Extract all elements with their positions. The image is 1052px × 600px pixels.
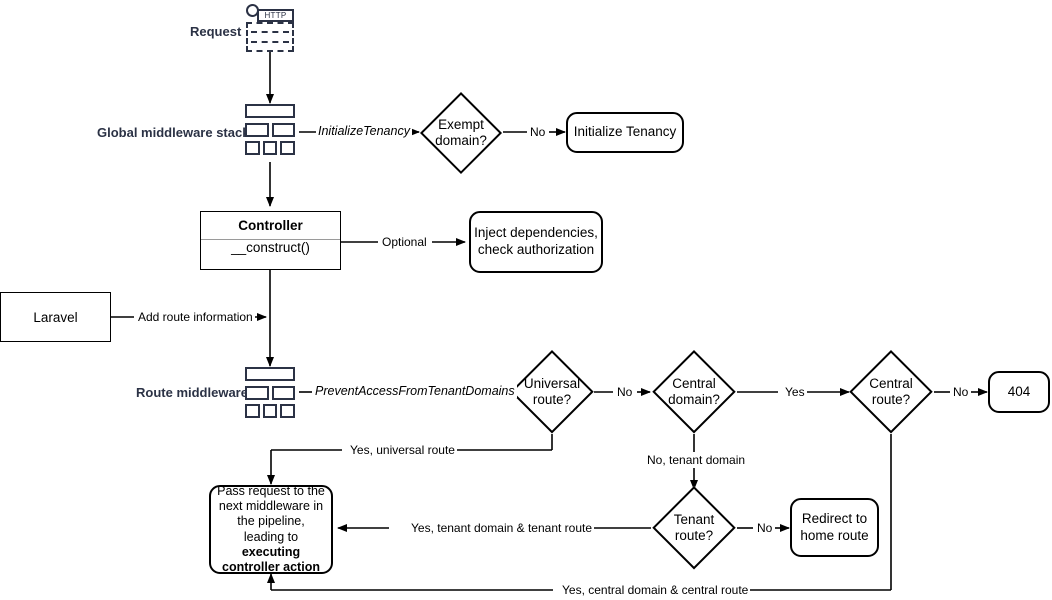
not-found-label: 404	[1007, 383, 1031, 399]
stack-cell	[245, 367, 295, 381]
universal-route-line-2: route?	[532, 392, 572, 407]
node-laravel[interactable]: Laravel	[0, 292, 111, 342]
laravel-label: Laravel	[33, 309, 78, 325]
request-body-line	[251, 41, 289, 43]
redirect-home-line-2: home route	[800, 527, 869, 543]
decision-universal-route[interactable]: Universal route?	[510, 350, 594, 434]
controller-title: Controller	[201, 212, 340, 240]
central-route-line-1: Central	[869, 375, 913, 391]
lane-label-global-middleware-stack: Global middleware stack	[97, 125, 250, 140]
node-inject-dependencies[interactable]: Inject dependencies, check authorization	[469, 211, 603, 273]
edge-label-exempt-no: No	[528, 125, 548, 139]
edge-label-add-route-information: Add route information	[136, 310, 255, 324]
stack-row-bottom	[245, 141, 296, 155]
central-route-line-2: route?	[871, 392, 911, 407]
stack-cell	[280, 404, 296, 418]
central-domain-line-2: domain?	[668, 392, 720, 407]
exempt-domain-label: Exempt domain?	[420, 92, 502, 174]
inject-dependencies-line-2: check authorization	[477, 242, 595, 257]
node-redirect-home-route[interactable]: Redirect to home route	[790, 498, 879, 557]
lane-label-route-middleware: Route middleware	[136, 385, 248, 400]
pass-request-emphasis: executing controller action	[222, 544, 320, 574]
universal-route-line-1: Universal	[523, 375, 581, 391]
edge-label-central-route-yes: Yes, central domain & central route	[560, 583, 751, 597]
edge-label-central-route-no: No	[951, 385, 971, 399]
stack-cell	[245, 122, 269, 137]
universal-route-label: Universal route?	[510, 350, 594, 434]
redirect-home-line-1: Redirect to	[801, 510, 868, 526]
stack-cell	[280, 141, 296, 155]
route-middleware-stack-icon	[245, 367, 296, 418]
controller-method: __construct()	[231, 240, 310, 255]
global-middleware-stack-icon	[245, 104, 296, 155]
decision-central-route[interactable]: Central route?	[849, 350, 933, 434]
tenant-route-line-2: route?	[674, 528, 714, 543]
central-domain-label: Central domain?	[652, 350, 736, 434]
central-route-label: Central route?	[849, 350, 933, 434]
request-body-dashed-box	[246, 22, 294, 52]
stack-cell	[245, 104, 295, 118]
stack-row-top	[245, 104, 295, 118]
stack-cell	[262, 404, 278, 418]
decision-tenant-route[interactable]: Tenant route?	[652, 486, 736, 570]
edge-label-tenant-route-yes: Yes, tenant domain & tenant route	[409, 521, 595, 535]
stack-cell	[245, 385, 269, 400]
edge-label-prevent-access-from-tenant-domains: PreventAccessFromTenantDomains	[313, 384, 517, 398]
exempt-domain-line-2: domain?	[435, 133, 487, 148]
diagram-title: Laravel Tenancy Request Lifecycle Flowch…	[0, 21, 1, 22]
initialize-tenancy-label: Initialize Tenancy	[573, 124, 677, 140]
stack-row-middle	[245, 385, 295, 400]
stack-row-bottom	[245, 404, 296, 418]
pass-request-text: Pass request to the next middleware in t…	[217, 483, 325, 544]
stack-cell	[245, 141, 260, 155]
stack-cell	[262, 141, 278, 155]
stack-cell	[271, 122, 295, 137]
decision-central-domain[interactable]: Central domain?	[652, 350, 736, 434]
edge-label-central-domain-yes: Yes	[783, 385, 807, 399]
node-pass-request[interactable]: Pass request to the next middleware in t…	[209, 483, 333, 574]
decision-exempt-domain[interactable]: Exempt domain?	[420, 92, 502, 174]
stack-cell	[245, 404, 260, 418]
edge-label-central-domain-no: No, tenant domain	[645, 453, 748, 467]
inject-dependencies-line-1: Inject dependencies,	[474, 225, 598, 241]
node-404[interactable]: 404	[988, 371, 1050, 413]
http-badge: HTTP	[257, 9, 294, 22]
stack-row-middle	[245, 122, 295, 137]
edge-label-universal-yes: Yes, universal route	[348, 443, 457, 457]
exempt-domain-line-1: Exempt	[438, 116, 484, 132]
edge-label-tenant-route-no: No	[755, 521, 775, 535]
node-initialize-tenancy[interactable]: Initialize Tenancy	[566, 112, 684, 153]
tenant-route-line-1: Tenant	[673, 511, 715, 527]
edge-label-initialize-tenancy: InitializeTenancy	[316, 124, 412, 138]
tenant-route-label: Tenant route?	[652, 486, 736, 570]
lane-label-request: Request	[190, 24, 242, 39]
stack-row-top	[245, 367, 295, 381]
http-request-icon: HTTP	[246, 4, 296, 54]
edge-label-universal-no: No	[615, 385, 635, 399]
request-body-line	[251, 31, 289, 33]
node-controller[interactable]: Controller __construct()	[200, 211, 341, 270]
stack-cell	[271, 385, 295, 400]
edge-label-optional: Optional	[380, 235, 429, 249]
central-domain-line-1: Central	[672, 375, 716, 391]
